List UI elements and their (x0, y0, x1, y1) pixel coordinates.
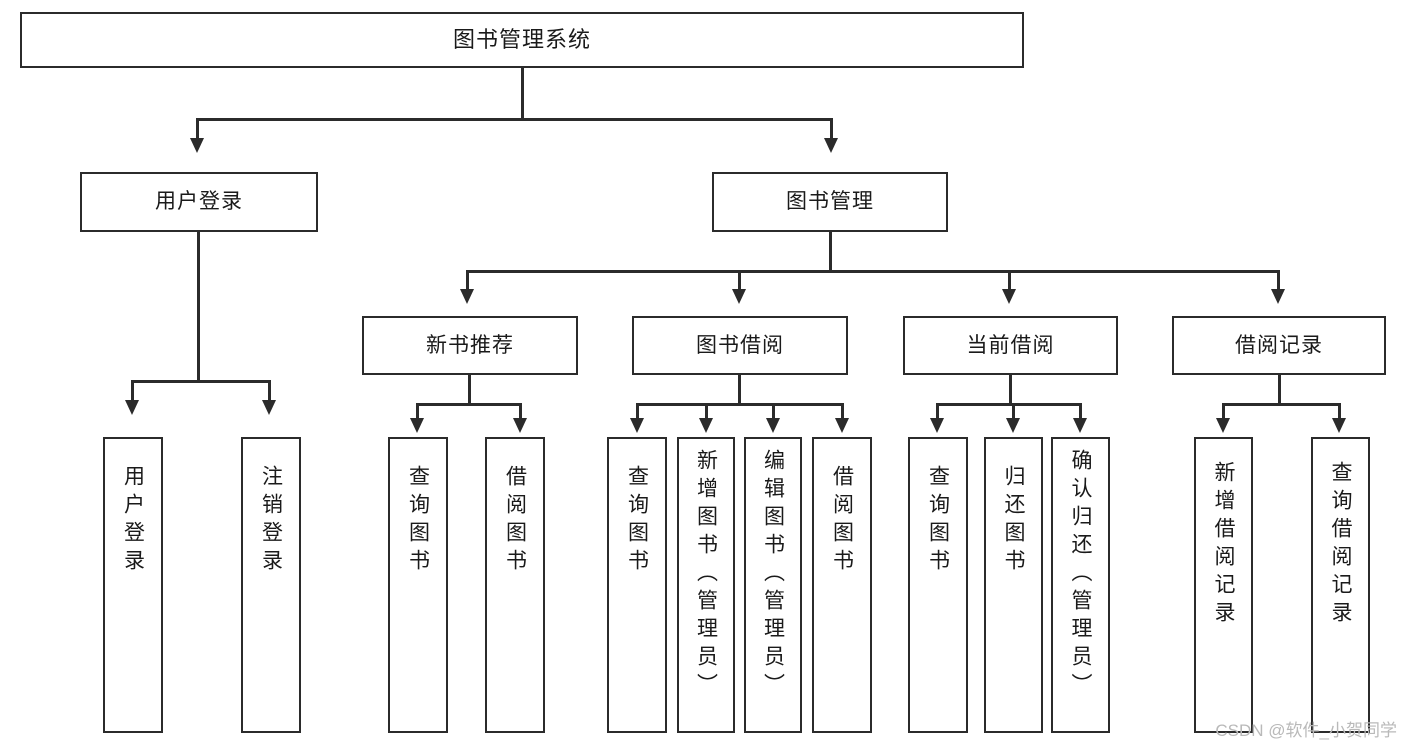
connector-to-borrow-record (1277, 270, 1280, 292)
connector-book-borrow-drop-4 (841, 403, 844, 421)
connector-new-book-bus (416, 403, 522, 406)
node-borrow-record[interactable]: 借阅记录 (1172, 316, 1386, 375)
connector-root-to-user-login (196, 118, 199, 140)
leaf-label: 查询图书 (926, 465, 950, 577)
node-label: 图书借阅 (696, 333, 784, 357)
connector-current-borrow-drop-1 (936, 403, 939, 421)
arrow-book-borrow-leaf-3 (766, 418, 780, 433)
arrow-book-borrow-leaf-2 (699, 418, 713, 433)
node-user-login[interactable]: 用户登录 (80, 172, 318, 232)
leaf-label: 查询图书 (406, 465, 430, 577)
leaf-label: 查询图书 (625, 465, 649, 577)
connector-to-current-borrow (1008, 270, 1011, 292)
connector-current-borrow-drop-2 (1012, 403, 1015, 421)
leaf-new-book-borrow-book[interactable]: 借阅图书 (485, 437, 545, 733)
connector-current-borrow-stem (1009, 375, 1012, 405)
connector-root-stem (521, 68, 524, 120)
connector-current-borrow-bus (936, 403, 1081, 406)
connector-new-book-drop-2 (519, 403, 522, 421)
arrow-new-book-leaf-2 (513, 418, 527, 433)
leaf-label: 借阅图书 (503, 465, 527, 577)
connector-borrow-record-bus (1222, 403, 1340, 406)
leaf-current-borrow-confirm-return-admin[interactable]: 确认归还（管理员） (1051, 437, 1110, 733)
arrow-borrow-record-leaf-1 (1216, 418, 1230, 433)
connector-book-management-stem (829, 232, 832, 272)
leaf-book-borrow-query-book[interactable]: 查询图书 (607, 437, 667, 733)
leaf-book-borrow-add-book-admin[interactable]: 新增图书（管理员） (677, 437, 735, 733)
leaf-user-login-login[interactable]: 用户登录 (103, 437, 163, 733)
connector-borrow-record-drop-1 (1222, 403, 1225, 421)
arrow-to-book-borrow (732, 289, 746, 304)
leaf-book-borrow-borrow-book[interactable]: 借阅图书 (812, 437, 872, 733)
leaf-current-borrow-query-book[interactable]: 查询图书 (908, 437, 968, 733)
node-root-book-management-system[interactable]: 图书管理系统 (20, 12, 1024, 68)
connector-user-login-stem (197, 232, 200, 382)
connector-new-book-drop-1 (416, 403, 419, 421)
connector-book-borrow-drop-2 (705, 403, 708, 421)
connector-level3-bus (466, 270, 1280, 273)
leaf-label: 编辑图书（管理员） (761, 449, 785, 701)
arrow-to-current-borrow (1002, 289, 1016, 304)
connector-book-borrow-stem (738, 375, 741, 405)
arrow-to-borrow-record (1271, 289, 1285, 304)
node-label: 新书推荐 (426, 333, 514, 357)
arrow-current-borrow-leaf-2 (1006, 418, 1020, 433)
connector-borrow-record-stem (1278, 375, 1281, 405)
connector-to-new-book (466, 270, 469, 292)
node-label: 用户登录 (155, 190, 243, 214)
connector-user-login-bus (131, 380, 270, 383)
leaf-current-borrow-return-book[interactable]: 归还图书 (984, 437, 1043, 733)
node-current-borrow[interactable]: 当前借阅 (903, 316, 1118, 375)
node-new-book-recommend[interactable]: 新书推荐 (362, 316, 578, 375)
arrow-user-login-leaf-2 (262, 400, 276, 415)
connector-root-bus (196, 118, 833, 121)
connector-book-borrow-bus (636, 403, 844, 406)
connector-current-borrow-drop-3 (1079, 403, 1082, 421)
leaf-label: 新增图书（管理员） (694, 449, 718, 701)
leaf-new-book-query-book[interactable]: 查询图书 (388, 437, 448, 733)
arrow-user-login-leaf-1 (125, 400, 139, 415)
connector-book-borrow-drop-3 (772, 403, 775, 421)
arrow-root-to-book-management (824, 138, 838, 153)
arrow-current-borrow-leaf-1 (930, 418, 944, 433)
connector-root-to-book-management (830, 118, 833, 140)
connector-user-login-drop-2 (268, 380, 271, 402)
leaf-book-borrow-edit-book-admin[interactable]: 编辑图书（管理员） (744, 437, 802, 733)
leaf-label: 确认归还（管理员） (1069, 449, 1092, 701)
leaf-label: 新增借阅记录 (1212, 461, 1235, 629)
leaf-label: 归还图书 (1002, 465, 1025, 577)
leaf-borrow-record-add-record[interactable]: 新增借阅记录 (1194, 437, 1253, 733)
leaf-user-login-logout[interactable]: 注销登录 (241, 437, 301, 733)
connector-user-login-drop-1 (131, 380, 134, 402)
node-label: 图书管理系统 (452, 26, 591, 52)
arrow-new-book-leaf-1 (410, 418, 424, 433)
arrow-to-new-book (460, 289, 474, 304)
connector-book-borrow-drop-1 (636, 403, 639, 421)
node-book-management[interactable]: 图书管理 (712, 172, 948, 232)
leaf-label: 借阅图书 (830, 465, 854, 577)
connector-to-book-borrow (738, 270, 741, 292)
arrow-borrow-record-leaf-2 (1332, 418, 1346, 433)
leaf-label: 用户登录 (121, 465, 145, 577)
leaf-label: 查询借阅记录 (1329, 461, 1352, 629)
arrow-root-to-user-login (190, 138, 204, 153)
connector-borrow-record-drop-2 (1338, 403, 1341, 421)
arrow-current-borrow-leaf-3 (1073, 418, 1087, 433)
arrow-book-borrow-leaf-4 (835, 418, 849, 433)
node-label: 图书管理 (786, 190, 874, 214)
arrow-book-borrow-leaf-1 (630, 418, 644, 433)
leaf-label: 注销登录 (259, 465, 283, 577)
connector-new-book-stem (468, 375, 471, 405)
node-book-borrow[interactable]: 图书借阅 (632, 316, 848, 375)
leaf-borrow-record-query-record[interactable]: 查询借阅记录 (1311, 437, 1370, 733)
node-label: 借阅记录 (1235, 333, 1323, 357)
node-label: 当前借阅 (966, 333, 1055, 357)
